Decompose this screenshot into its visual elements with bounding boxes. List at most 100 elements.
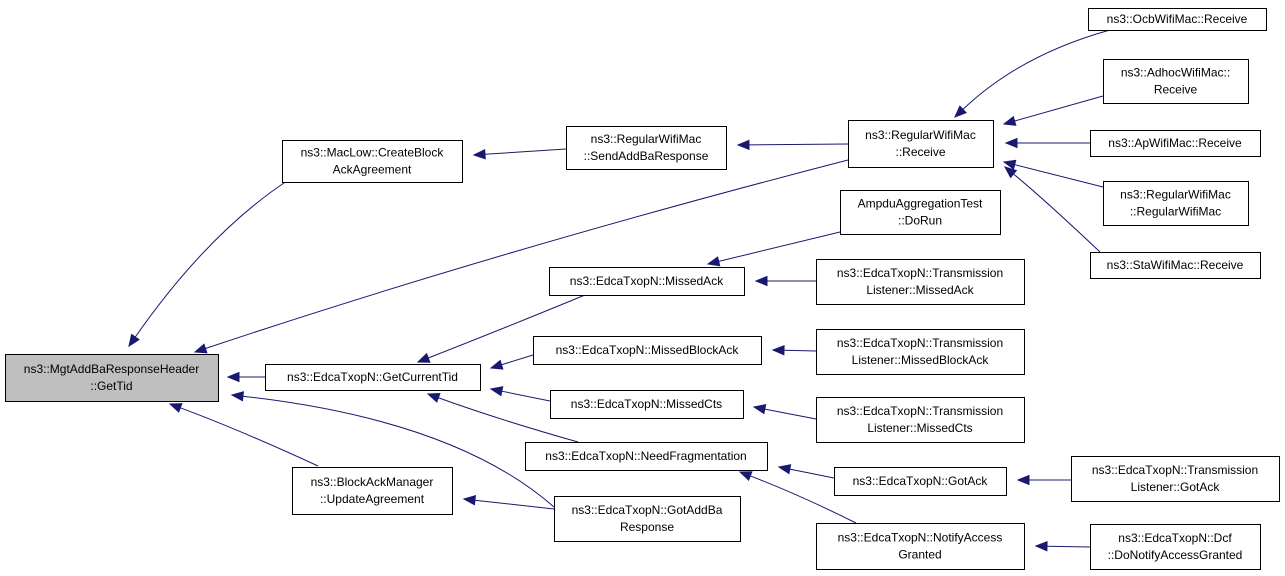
arrow-head	[752, 404, 767, 415]
edge-needfrag-gotack	[777, 464, 835, 479]
node-box	[1090, 252, 1261, 279]
edge-missedblockack-tl_missedblockack	[771, 345, 817, 356]
node-box	[816, 259, 1025, 305]
edge-getcurrenttid-needfrag	[426, 392, 579, 443]
edge-gotack-tl_gotack	[1016, 474, 1071, 486]
edge-line	[1014, 164, 1104, 188]
node-sendaddba[interactable]: ns3::RegularWifiMac::SendAddBaResponse	[566, 126, 727, 170]
node-label-line: ns3::EdcaTxopN::Transmission	[837, 336, 1003, 350]
node-ap-receive[interactable]: ns3::ApWifiMac::Receive	[1090, 130, 1261, 157]
node-label-line: Receive	[1154, 83, 1198, 97]
edge-gettid-gotaddba	[230, 391, 555, 508]
node-box	[840, 190, 1001, 235]
arrow-head	[193, 343, 208, 354]
node-layer: ns3::MgtAddBaResponseHeader::GetTidns3::…	[5, 8, 1280, 570]
node-label-line: ns3::EdcaTxopN::GetCurrentTid	[287, 370, 458, 384]
edge-line	[134, 176, 294, 338]
arrow-head	[168, 403, 183, 413]
node-missedcts[interactable]: ns3::EdcaTxopN::MissedCts	[550, 390, 744, 419]
node-notifyaccess[interactable]: ns3::EdcaTxopN::NotifyAccessGranted	[816, 523, 1025, 570]
edge-rwm_receive-adhoc_receive	[1002, 95, 1104, 126]
node-dcf-notify[interactable]: ns3::EdcaTxopN::Dcf::DoNotifyAccessGrant…	[1090, 524, 1261, 570]
node-ocb-receive[interactable]: ns3::OcbWifiMac::Receive	[1088, 8, 1267, 31]
node-adhoc-receive[interactable]: ns3::AdhocWifiMac::Receive	[1103, 59, 1249, 104]
node-label-line: ::GetTid	[90, 379, 132, 393]
edge-line	[1014, 95, 1104, 122]
node-tl-gotack[interactable]: ns3::EdcaTxopN::TransmissionListener::Go…	[1071, 456, 1280, 502]
arrow-head	[706, 256, 721, 267]
node-label-line: ns3::EdcaTxopN::Dcf	[1118, 531, 1232, 545]
node-label-line: ns3::RegularWifiMac	[591, 132, 702, 146]
node-label-line: ::DoRun	[898, 214, 942, 228]
node-getcurrenttid[interactable]: ns3::EdcaTxopN::GetCurrentTid	[265, 364, 481, 391]
edge-line	[962, 29, 1111, 110]
node-box	[816, 523, 1025, 570]
arrow-head	[954, 105, 967, 118]
arrow-head	[771, 345, 785, 356]
node-label-line: ns3::AdhocWifiMac::	[1121, 66, 1230, 80]
arrow-head	[1003, 166, 1018, 179]
edge-rwm_receive-sta_receive	[1003, 166, 1101, 253]
node-box	[848, 120, 994, 168]
edge-rwm_receive-rwm_ctor	[1002, 159, 1104, 188]
edge-line	[474, 499, 555, 510]
node-label-line: ns3::MgtAddBaResponseHeader	[24, 362, 199, 376]
node-box	[1090, 524, 1261, 570]
arrow-head	[489, 386, 504, 397]
node-needfrag[interactable]: ns3::EdcaTxopN::NeedFragmentation	[525, 442, 768, 471]
edge-missedack-ampdu_dorun	[706, 231, 841, 267]
node-ampdu-dorun[interactable]: AmpduAggregationTest::DoRun	[840, 190, 1001, 235]
edge-bam_update-gotaddba	[462, 495, 555, 510]
node-box	[282, 140, 463, 183]
node-rwm-ctor[interactable]: ns3::RegularWifiMac::RegularWifiMac	[1103, 181, 1249, 226]
edge-needfrag-notifyaccess	[738, 471, 857, 524]
arrow-head	[462, 495, 477, 506]
node-missedack[interactable]: ns3::EdcaTxopN::MissedAck	[549, 267, 745, 296]
node-label-line: ns3::OcbWifiMac::Receive	[1107, 12, 1248, 26]
node-label-line: ns3::EdcaTxopN::MissedCts	[571, 397, 722, 411]
node-tl-missedblockack[interactable]: ns3::EdcaTxopN::TransmissionListener::Mi…	[816, 329, 1025, 375]
node-box	[550, 390, 744, 419]
arrow-head	[1034, 540, 1048, 552]
node-box	[1103, 181, 1249, 226]
edge-gettid-bam_update	[168, 403, 319, 467]
node-gettid[interactable]: ns3::MgtAddBaResponseHeader::GetTid	[5, 354, 219, 402]
node-tl-missedcts[interactable]: ns3::EdcaTxopN::TransmissionListener::Mi…	[816, 397, 1025, 443]
arrow-head	[230, 391, 245, 402]
node-label-line: ::SendAddBaResponse	[584, 149, 709, 163]
node-tl-missedack[interactable]: ns3::EdcaTxopN::TransmissionListener::Mi…	[816, 259, 1025, 305]
node-label-line: ns3::ApWifiMac::Receive	[1108, 136, 1242, 150]
node-rwm-receive[interactable]: ns3::RegularWifiMac::Receive	[848, 120, 994, 168]
node-label-line: ::RegularWifiMac	[1130, 205, 1221, 219]
edge-rwm_receive-ocb_receive	[954, 29, 1111, 118]
edge-getcurrenttid-missedack	[416, 294, 586, 363]
node-label-line: ns3::BlockAckManager	[311, 475, 434, 489]
node-missedblockack[interactable]: ns3::EdcaTxopN::MissedBlockAck	[533, 336, 762, 365]
node-label-line: ::Receive	[895, 145, 945, 159]
node-bam-update[interactable]: ns3::BlockAckManager::UpdateAgreement	[292, 467, 453, 515]
edge-line	[750, 475, 857, 524]
node-label-line: Granted	[898, 548, 941, 562]
arrow-head	[489, 359, 504, 370]
edge-line	[484, 148, 567, 155]
node-label-line: ::DoNotifyAccessGranted	[1108, 548, 1243, 562]
node-label-line: ns3::RegularWifiMac	[865, 128, 976, 142]
edge-line	[1013, 173, 1101, 253]
node-label-line: AckAgreement	[333, 163, 412, 177]
arrow-head	[416, 352, 431, 363]
node-label-line: ns3::EdcaTxopN::NeedFragmentation	[545, 449, 746, 463]
edge-line	[718, 231, 841, 262]
edge-line	[501, 390, 551, 402]
node-label-line: ns3::MacLow::CreateBlock	[301, 146, 445, 160]
node-label-line: Listener::MissedBlockAck	[852, 353, 990, 367]
node-sta-receive[interactable]: ns3::StaWifiMac::Receive	[1090, 252, 1261, 279]
edge-line	[1046, 545, 1091, 548]
edge-line	[501, 354, 534, 366]
node-label-line: ns3::EdcaTxopN::GotAddBa	[572, 503, 723, 517]
node-gotack[interactable]: ns3::EdcaTxopN::GotAck	[834, 467, 1007, 496]
arrow-head	[128, 333, 140, 348]
node-box	[265, 364, 481, 391]
